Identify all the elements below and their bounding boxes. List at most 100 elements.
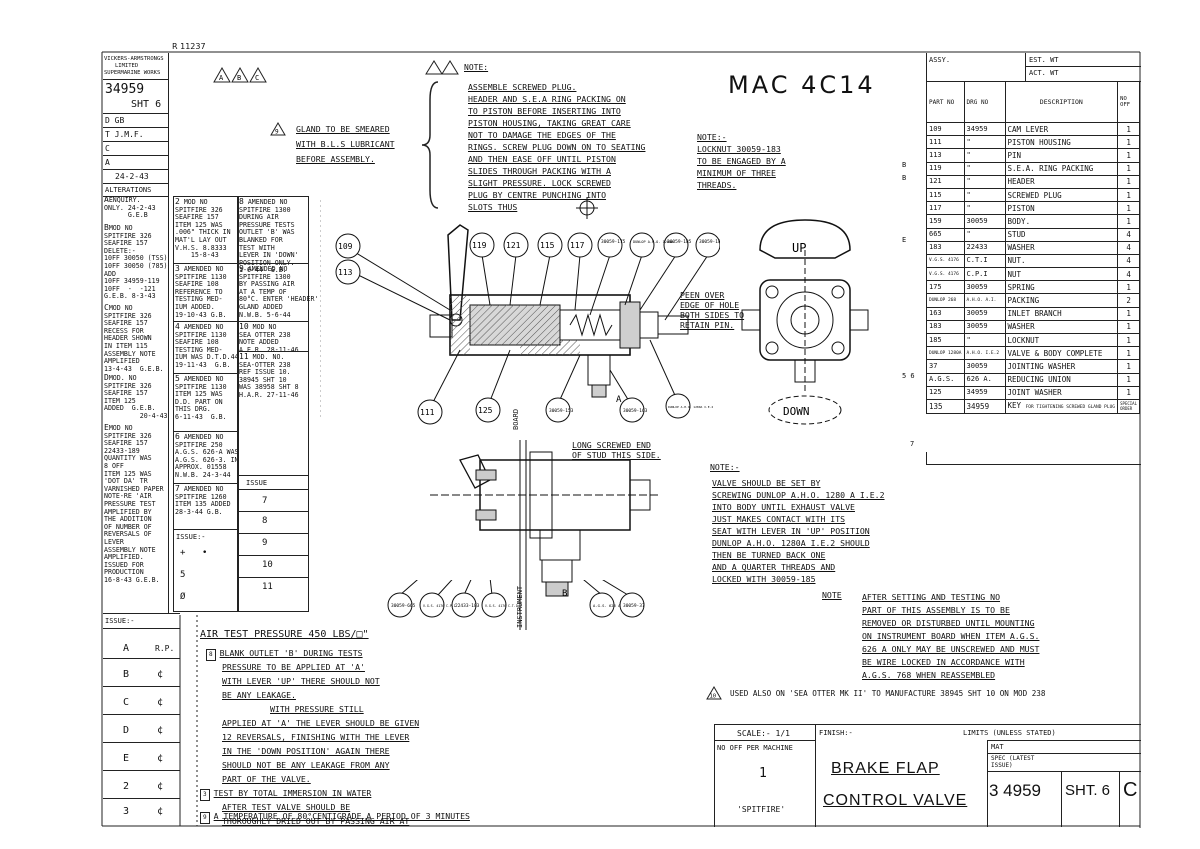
qty-cell: 2 (1117, 293, 1140, 308)
alterations-title: ALTERATIONS (105, 186, 152, 194)
desc-cell: HEADER (1004, 174, 1119, 189)
balloon-label: 121 (506, 241, 521, 250)
desc-cell: PISTON HOUSING (1004, 135, 1119, 150)
balloon-label: 30059-181 (699, 239, 720, 245)
sheet-main: SHT. 6 (1065, 782, 1111, 799)
assembly-note-line: AND THEN EASE OFF UNTIL PISTON (468, 154, 616, 164)
left-row: T J.M.F. (105, 130, 144, 139)
issue-value: 9 (262, 538, 268, 548)
rp-row: C (123, 697, 130, 708)
air-test-line: SHOULD NOT BE ANY LEAKAGE FROM ANY (222, 760, 390, 770)
air-test-line: APPLIED AT 'A' THE LEVER SHOULD BE GIVEN (222, 718, 420, 728)
valve-note-line: THEN BE TURNED BACK ONE (712, 550, 826, 560)
alterations-col-3: 8 AMENDED NO SPITFIRE 1300 DURING AIR PR… (237, 196, 318, 612)
drg-cell: 30059 (963, 280, 1006, 295)
setting-note-title: NOTE (822, 590, 842, 600)
part-cell: 183 (926, 319, 965, 335)
left-row-date: 24-2-43 (115, 172, 149, 181)
qty-cell: 1 (1117, 135, 1140, 150)
drg-cell: 626 A. (963, 372, 1006, 387)
left-row: C (105, 144, 110, 153)
desc-cell: NUT (1004, 267, 1119, 282)
qty-cell: 1 (1117, 346, 1140, 361)
setting-note-line: ON INSTRUMENT BOARD WHEN ITEM A.G.S. (862, 631, 1040, 641)
rp-check: ¢ (157, 725, 164, 736)
bottom-issue-label: ISSUE:- (105, 617, 135, 625)
qty-cell: 1 (1117, 372, 1140, 387)
locknut-note-title: NOTE:- (697, 132, 727, 142)
part-cell: 111 (926, 135, 965, 150)
header-cell: NO OFF (1117, 81, 1140, 123)
alteration-entry: DMOD. NO SPITFIRE 326 SEAFIRE 157 ITEM 1… (104, 373, 168, 420)
left-block: Vickers-Armstrongs Limited Supermarine W… (103, 53, 169, 613)
qty-cell: 4 (1117, 240, 1140, 255)
valve-note-line: JUST MAKES CONTACT WITH ITS (712, 514, 846, 524)
assembly-note-line: SLOTS THUS (468, 202, 518, 212)
air-test-line: WITH PRESSURE STILL (270, 704, 364, 714)
parts-list-header: ASSY. EST. WT ACT. WT (926, 53, 1141, 82)
valve-note-line: SEAT WITH LEVER IN 'UP' POSITION (712, 526, 870, 536)
drg-cell: 34959 (963, 398, 1006, 414)
rp-check: ¢ (157, 697, 164, 708)
assembly-note-title: NOTE: (464, 63, 489, 72)
air-test-line: IN THE 'DOWN POSITION' AGAIN THERE (222, 746, 390, 756)
assy-label: ASSY. (929, 56, 951, 64)
qty-cell: 1 (1117, 121, 1140, 137)
issue-value: 7 (262, 496, 268, 506)
air-test-line: AFTER TEST VALVE SHOULD BE (222, 802, 351, 812)
drg-cell: 30059 (963, 306, 1006, 321)
alteration-entry: AENQUIRY. ONLY. 24-2-43 G.E.B (104, 195, 156, 220)
drawing-number-main: 3 4959 (989, 781, 1041, 800)
sea-otter-tag: 10 (710, 694, 717, 700)
side-view: B (430, 440, 660, 630)
issue-value: 8 (262, 516, 268, 526)
rp-row: A (123, 643, 130, 654)
locknut-note-line: LOCKNUT 30059-183 (697, 144, 781, 154)
assembly-note-line: SLIGHT PRESSURE. LOCK SCREWED (468, 178, 611, 188)
valve-note-line: DUNLOP A.H.O. 1280A I.E.2 SHOULD (712, 538, 870, 548)
peen-note-line: RETAIN PIN. (680, 320, 735, 330)
stud-note-line: LONG SCREWED END (572, 440, 651, 450)
part-cell: 117 (926, 201, 965, 216)
sheet-number: SHT 6 (131, 99, 162, 110)
drg-cell: A.H.O. I.E.2 (963, 346, 1006, 361)
slot-detail-icon (576, 197, 598, 219)
alterations-col-2: 2 MOD NO SPITFIRE 326 SEAFIRE 157 ITEM 1… (173, 196, 239, 612)
alteration-entry: EMOD NO SPITFIRE 326 SEAFIRE 157 22433-1… (104, 423, 164, 584)
note-brace (421, 81, 439, 209)
valve-note-line: VALVE SHOULD BE SET BY (712, 478, 821, 488)
issue-col-label: ISSUE:- (176, 533, 206, 541)
desc-cell: PIN (1004, 148, 1119, 163)
drg-cell: 30059 (963, 319, 1006, 335)
mat-label: MAT (991, 743, 1004, 751)
setting-note-line: BE WIRE LOCKED IN ACCORDANCE WITH (862, 657, 1025, 667)
desc-cell: NUT. (1004, 253, 1119, 269)
issue-mark: • (202, 548, 208, 558)
balloon-label: 115 (540, 241, 555, 250)
triangle-mark: C (255, 74, 259, 82)
assembly-note-line: SLIDES THROUGH PACKING WITH A (468, 166, 611, 176)
drg-cell: " (963, 135, 1006, 150)
desc-cell: KEY FOR TIGHTENING SCREWED GLAND PLUG (1004, 398, 1119, 414)
issue-value: 11 (262, 582, 273, 592)
assembly-note-line: PISTON HOUSING, TAKING GREAT CARE (468, 118, 631, 128)
balloon-label: 119 (472, 241, 487, 250)
air-test-line: THOROUGHLY DRIED OUT BY PASSING AIR AT (222, 816, 410, 826)
title-block: SCALE:- 1/1 FINISH:- LIMITS (UNLESS STAT… (714, 724, 1141, 827)
rp-row: E (123, 753, 130, 764)
qty-cell: 1 (1117, 280, 1140, 295)
desc-cell: WASHER (1004, 240, 1119, 255)
revision-mark: B (902, 173, 907, 182)
desc-cell: REDUCING UNION (1004, 372, 1119, 387)
part-cell: V.G.S. 4176 (926, 267, 965, 282)
qty-cell: 4 (1117, 227, 1140, 242)
